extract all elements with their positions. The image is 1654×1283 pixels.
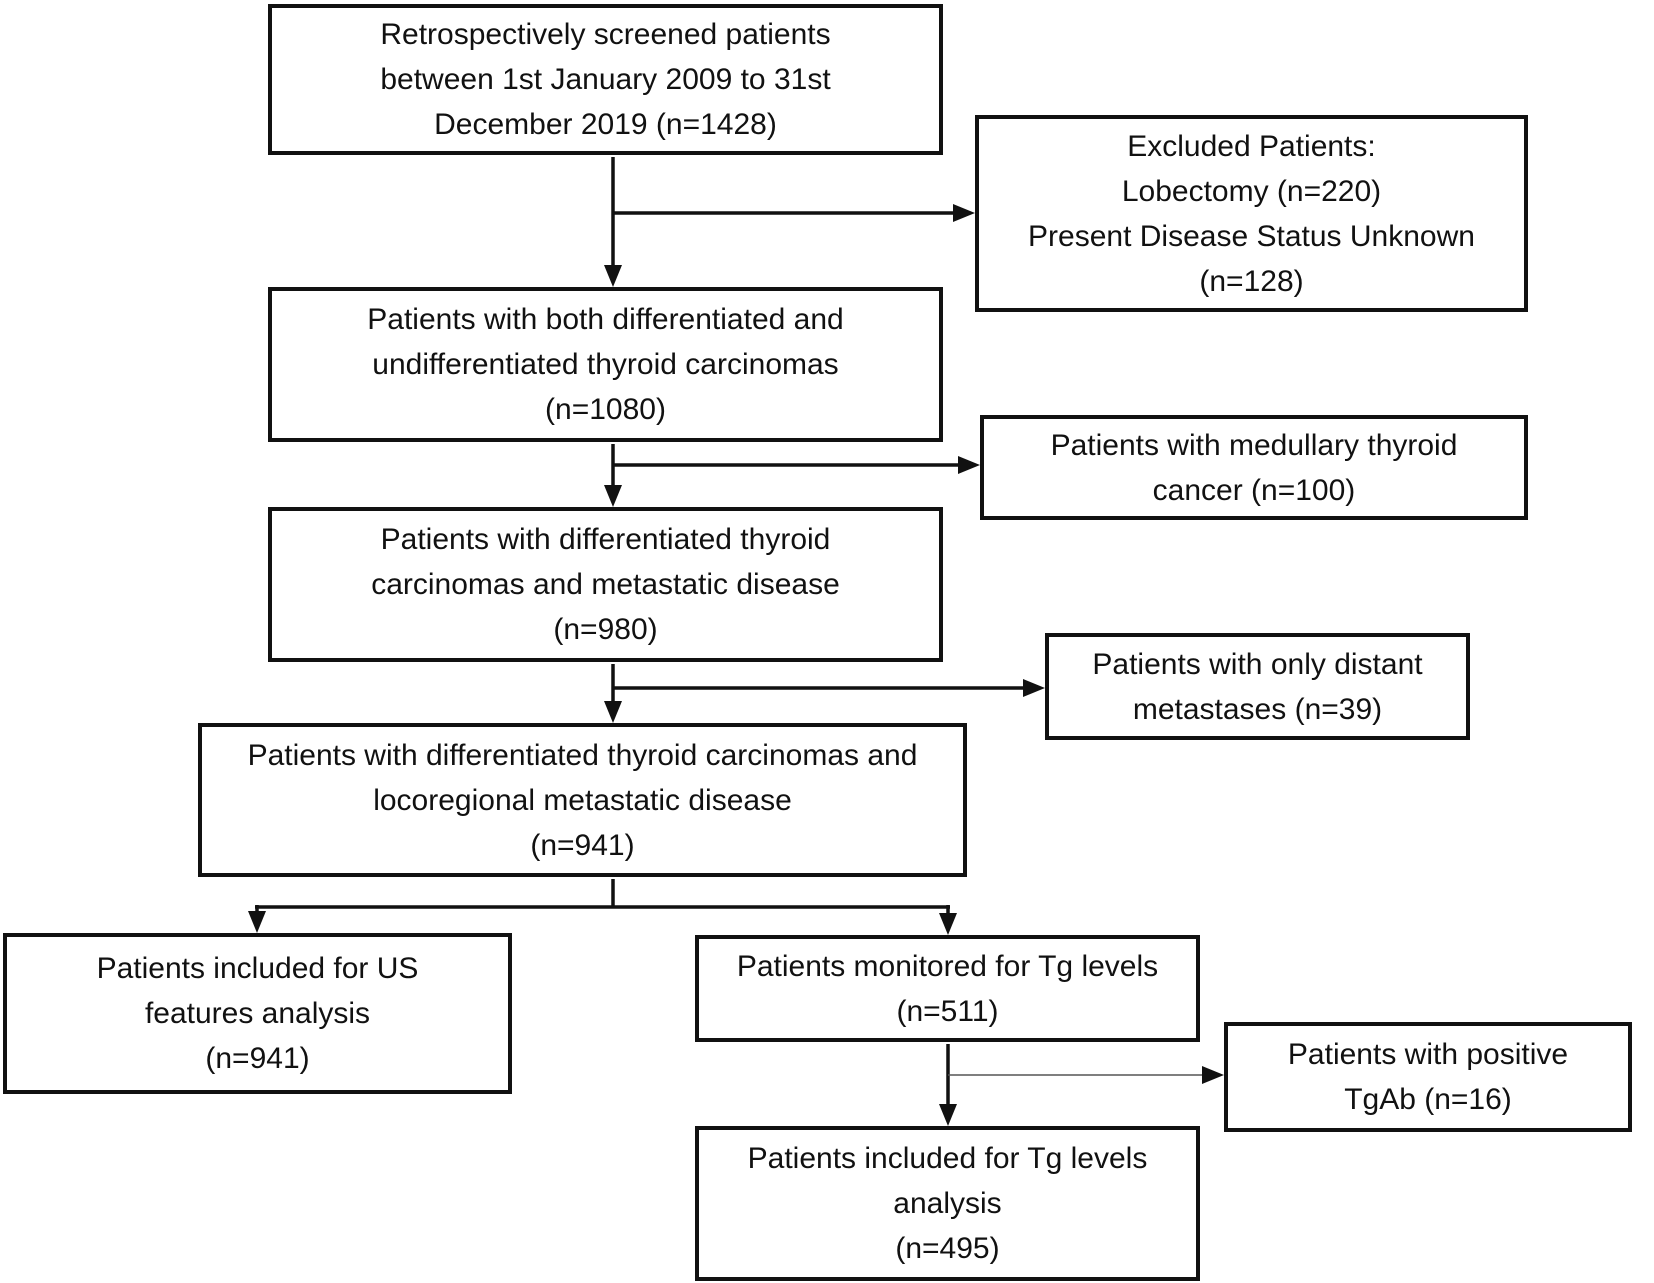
arrowhead-right-icon <box>1202 1066 1224 1084</box>
node-dtc-metastatic-disease: Patients with differentiated thyroid car… <box>268 507 943 662</box>
arrowhead-down-icon <box>248 911 266 933</box>
edge-carcinomas-to-dtc-metastatic <box>604 444 622 507</box>
node-dtc-locoregional-metastatic: Patients with differentiated thyroid car… <box>198 723 967 877</box>
arrowhead-right-icon <box>1023 679 1045 697</box>
node-all-thyroid-carcinomas: Patients with both differentiated and un… <box>268 287 943 442</box>
node-excluded-patients-text: Excluded Patients: Lobectomy (n=220) Pre… <box>1028 129 1475 298</box>
arrowhead-down-icon <box>604 485 622 507</box>
arrowhead-right-icon <box>958 456 980 474</box>
node-tg-levels-analysis: Patients included for Tg levels analysis… <box>695 1126 1200 1281</box>
edge-carcinomas-to-medullary <box>613 456 980 474</box>
node-dtc-metastatic-disease-text: Patients with differentiated thyroid car… <box>371 523 840 646</box>
arrowhead-down-icon <box>604 701 622 723</box>
edge-dtc-metastatic-to-locoregional <box>604 664 622 723</box>
edge-dtc-metastatic-to-distant-only <box>613 679 1045 697</box>
node-distant-metastases-only: Patients with only distant metastases (n… <box>1045 633 1470 740</box>
node-tg-levels-monitored-text: Patients monitored for Tg levels (n=511) <box>736 949 1159 1028</box>
node-positive-tgab: Patients with positive TgAb (n=16) <box>1224 1022 1632 1132</box>
node-us-features-analysis: Patients included for US features analys… <box>3 933 512 1094</box>
edge-screened-to-carcinomas <box>604 157 622 287</box>
arrowhead-right-icon <box>953 204 975 222</box>
node-screened-patients: Retrospectively screened patients betwee… <box>268 4 943 155</box>
node-screened-patients-text: Retrospectively screened patients betwee… <box>380 18 831 141</box>
node-medullary-thyroid-cancer: Patients with medullary thyroid cancer (… <box>980 415 1528 520</box>
node-tg-levels-monitored: Patients monitored for Tg levels (n=511) <box>695 935 1200 1042</box>
edge-tg-monitored-to-tgab <box>948 1066 1224 1084</box>
node-all-thyroid-carcinomas-text: Patients with both differentiated and un… <box>367 303 844 426</box>
node-distant-metastases-only-text: Patients with only distant metastases (n… <box>1092 647 1423 726</box>
node-medullary-thyroid-cancer-text: Patients with medullary thyroid cancer (… <box>1050 428 1458 507</box>
edge-locoregional-split <box>248 879 957 935</box>
node-positive-tgab-text: Patients with positive TgAb (n=16) <box>1287 1038 1569 1116</box>
node-us-features-analysis-text: Patients included for US features analys… <box>96 952 419 1075</box>
arrowhead-down-icon <box>604 265 622 287</box>
node-tg-levels-analysis-text: Patients included for Tg levels analysis… <box>747 1142 1148 1265</box>
arrowhead-down-icon <box>939 913 957 935</box>
node-dtc-locoregional-metastatic-text: Patients with differentiated thyroid car… <box>247 738 918 862</box>
arrowhead-down-icon <box>939 1104 957 1126</box>
edge-tg-monitored-to-tg-analysis <box>939 1044 957 1126</box>
node-excluded-patients: Excluded Patients: Lobectomy (n=220) Pre… <box>975 115 1528 312</box>
edge-screened-to-excluded <box>613 204 975 222</box>
